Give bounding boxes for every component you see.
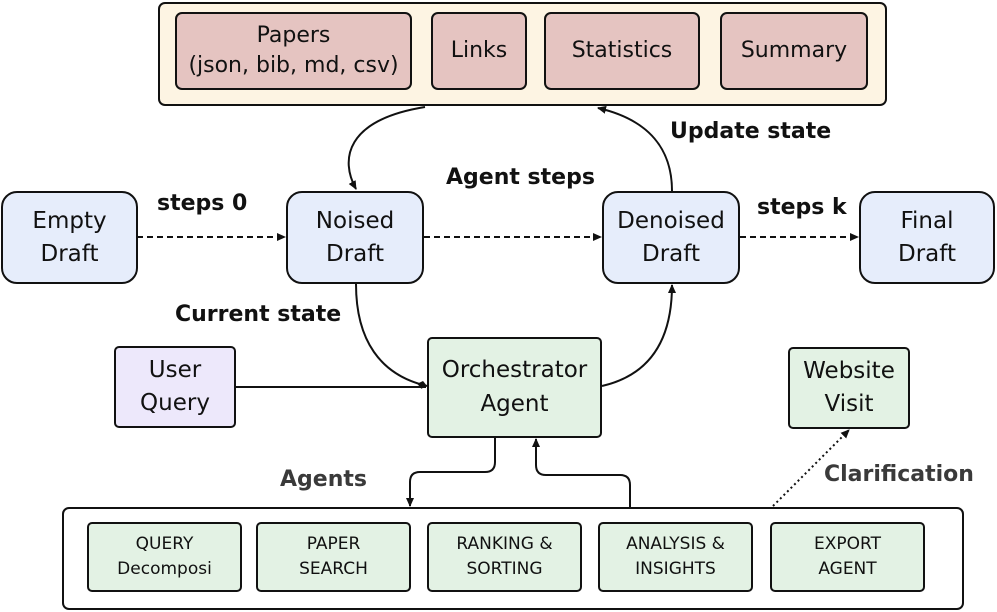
empty-draft-line2: Draft <box>40 240 99 267</box>
website-visit-line1: Website <box>803 357 895 384</box>
current-state-label: Current state <box>175 302 342 327</box>
clarification-label: Clarification <box>824 462 974 487</box>
update-state-label: Update state <box>670 119 832 144</box>
query-decomposition-agent: QUERY Decomposi <box>87 522 242 592</box>
agents-label: Agents <box>280 467 367 492</box>
resource-links: Links <box>431 12 527 90</box>
arrow-noised-to-orchestrator <box>355 283 428 389</box>
query-agent-line1: QUERY <box>135 534 194 555</box>
arrow-resources-to-noised <box>347 106 426 190</box>
paper-agent-line2: SEARCH <box>299 559 368 579</box>
resource-summary: Summary <box>720 12 868 90</box>
user-query-node: User Query <box>114 346 236 428</box>
steps-0-label: steps 0 <box>157 191 248 216</box>
denoised-draft-line1: Denoised <box>617 208 725 235</box>
noised-draft-line2: Draft <box>326 240 384 267</box>
resource-statistics-label: Statistics <box>571 38 673 64</box>
paper-search-agent: PAPER SEARCH <box>256 522 411 592</box>
orchestrator-agent-node: Orchestrator Agent <box>427 337 602 438</box>
orchestrator-line2: Agent <box>480 390 549 417</box>
website-visit-line2: Visit <box>824 391 874 417</box>
empty-draft-line1: Empty <box>32 208 107 235</box>
final-draft-line2: Draft <box>898 240 956 267</box>
resource-links-label: Links <box>450 38 508 64</box>
agent-steps-label: Agent steps <box>446 165 595 190</box>
paper-agent-line1: PAPER <box>306 534 361 555</box>
final-draft-line1: Final <box>900 208 954 235</box>
arrow-agents-to-orchestrator <box>532 438 631 507</box>
steps-k-label: steps k <box>757 195 847 220</box>
empty-draft-node: Empty Draft <box>1 191 138 284</box>
noised-draft-line1: Noised <box>315 208 395 235</box>
export-agent: EXPORT AGENT <box>770 522 925 592</box>
denoised-draft-node: Denoised Draft <box>602 191 740 284</box>
export-agent-line2: AGENT <box>818 559 877 579</box>
resource-papers: Papers (json, bib, md, csv) <box>175 12 412 90</box>
user-query-line1: User <box>148 356 202 383</box>
analysis-agent-line1: ANALYSIS & <box>626 534 725 555</box>
resource-statistics: Statistics <box>544 12 700 90</box>
resource-papers-formats: (json, bib, md, csv) <box>188 53 399 78</box>
arrow-denoised-to-resources <box>597 105 673 192</box>
ranking-sorting-agent: RANKING & SORTING <box>427 522 582 592</box>
arrow-orchestrator-to-denoised <box>601 284 676 387</box>
resource-summary-label: Summary <box>740 38 848 64</box>
arrow-orchestrator-to-agents <box>406 438 496 507</box>
user-query-line2: Query <box>140 390 210 416</box>
final-draft-node: Final Draft <box>859 191 995 284</box>
ranking-agent-line1: RANKING & <box>456 534 553 555</box>
export-agent-line1: EXPORT <box>814 534 881 555</box>
ranking-agent-line2: SORTING <box>466 559 543 579</box>
denoised-draft-line2: Draft <box>642 240 700 267</box>
query-agent-line2: Decomposi <box>117 559 212 579</box>
website-visit-node: Website Visit <box>788 347 910 429</box>
orchestrator-line1: Orchestrator <box>441 357 588 384</box>
noised-draft-node: Noised Draft <box>286 191 424 284</box>
resource-papers-title: Papers <box>256 23 331 49</box>
analysis-insights-agent: ANALYSIS & INSIGHTS <box>598 522 753 592</box>
analysis-agent-line2: INSIGHTS <box>635 559 716 579</box>
